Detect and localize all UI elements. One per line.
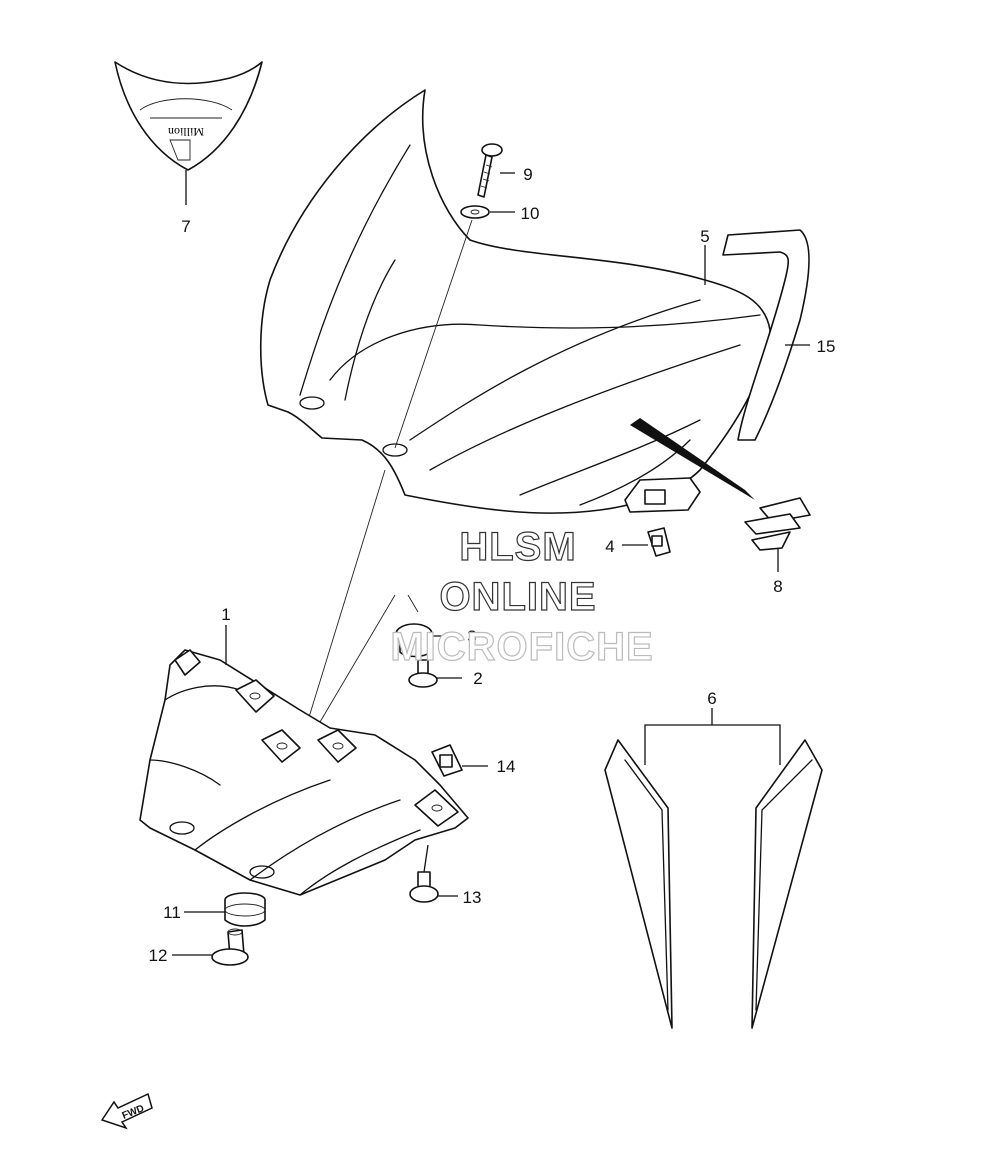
part-13-bolt[interactable] xyxy=(409,844,439,903)
part-6-stripe-decals[interactable] xyxy=(604,739,823,1029)
part-8-logo-emblem[interactable] xyxy=(744,497,811,551)
callout-4: 4 xyxy=(605,537,614,556)
part-4-clip-nut[interactable] xyxy=(647,527,671,557)
callout-8: 8 xyxy=(773,577,782,596)
watermark-line1: HLSM xyxy=(459,525,576,569)
callout-7: 7 xyxy=(181,217,190,236)
emblem-text: Million xyxy=(168,125,204,139)
assembly-line-d xyxy=(407,594,419,613)
part-12-collar[interactable] xyxy=(211,928,249,966)
callout-3: 3 xyxy=(467,627,476,646)
part-14-nut-clip[interactable] xyxy=(431,744,463,777)
callout-6: 6 xyxy=(707,689,716,708)
assembly-line-c xyxy=(319,594,396,723)
part-3-grommet[interactable] xyxy=(395,623,433,658)
part-11-damper-rubber[interactable] xyxy=(224,892,266,927)
callout-15: 15 xyxy=(817,337,836,356)
watermark-line3: MICROFICHE xyxy=(390,625,653,669)
callout-10: 10 xyxy=(521,204,540,223)
assembly-line-a xyxy=(394,219,473,449)
leader-6 xyxy=(644,708,781,765)
callout-5: 5 xyxy=(700,227,709,246)
part-7-emblem-sticker[interactable]: Million xyxy=(114,61,263,171)
part-2-bolt[interactable] xyxy=(408,659,438,688)
callout-1: 1 xyxy=(221,605,230,624)
callout-14: 14 xyxy=(497,757,516,776)
callout-11: 11 xyxy=(163,903,181,922)
callout-13: 13 xyxy=(463,888,482,907)
callout-9: 9 xyxy=(523,165,532,184)
part-10-washer[interactable] xyxy=(460,205,490,219)
cover-decal-stripe xyxy=(630,418,755,500)
part-5-cover[interactable] xyxy=(259,89,771,514)
part-1-bracket[interactable] xyxy=(139,649,469,896)
leader-13-up xyxy=(423,844,429,873)
callout-12: 12 xyxy=(149,946,168,965)
watermark-line2: ONLINE xyxy=(439,575,596,619)
part-9-screw[interactable] xyxy=(477,143,503,198)
fwd-arrow-icon: FWD xyxy=(100,1092,153,1130)
callout-2: 2 xyxy=(473,669,482,688)
part-15-trim-strip[interactable] xyxy=(722,229,810,441)
